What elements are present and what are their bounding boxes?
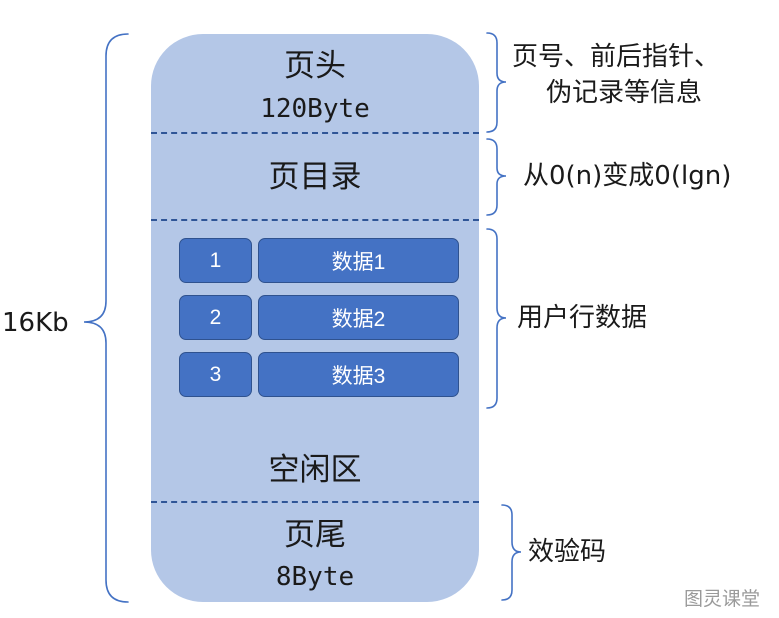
- total-size-label: 16Kb: [2, 308, 69, 338]
- record-data: 数据3: [258, 352, 459, 397]
- directory-note: 从0(n)变成0(lgn): [523, 161, 732, 191]
- record-number: 2: [179, 295, 252, 340]
- trailer-brace: [501, 504, 522, 601]
- free-space-title: 空闲区: [268, 452, 362, 488]
- record-data: 数据1: [258, 238, 459, 283]
- rows-note: 用户行数据: [517, 303, 648, 333]
- directory-brace: [486, 138, 507, 216]
- page-trailer-title: 页尾: [284, 517, 346, 553]
- header-brace: [486, 32, 507, 133]
- directory-divider: [151, 219, 479, 221]
- total-size-brace: [83, 33, 129, 603]
- record-data: 数据2: [258, 295, 459, 340]
- trailer-note: 效验码: [528, 537, 607, 567]
- page-directory-title: 页目录: [268, 159, 362, 195]
- page-trailer-size: 8Byte: [275, 562, 355, 592]
- header-note-line2: 伪记录等信息: [546, 78, 703, 108]
- trailer-divider: [151, 501, 479, 503]
- rows-brace: [486, 228, 507, 409]
- record-number: 3: [179, 352, 252, 397]
- record-number: 1: [179, 238, 252, 283]
- watermark-text: 图灵课堂: [684, 588, 761, 610]
- page-header-title: 页头: [284, 48, 346, 84]
- header-note-line1: 页号、前后指针、: [512, 42, 721, 72]
- page-header-size: 120Byte: [260, 94, 370, 124]
- header-divider: [151, 132, 479, 134]
